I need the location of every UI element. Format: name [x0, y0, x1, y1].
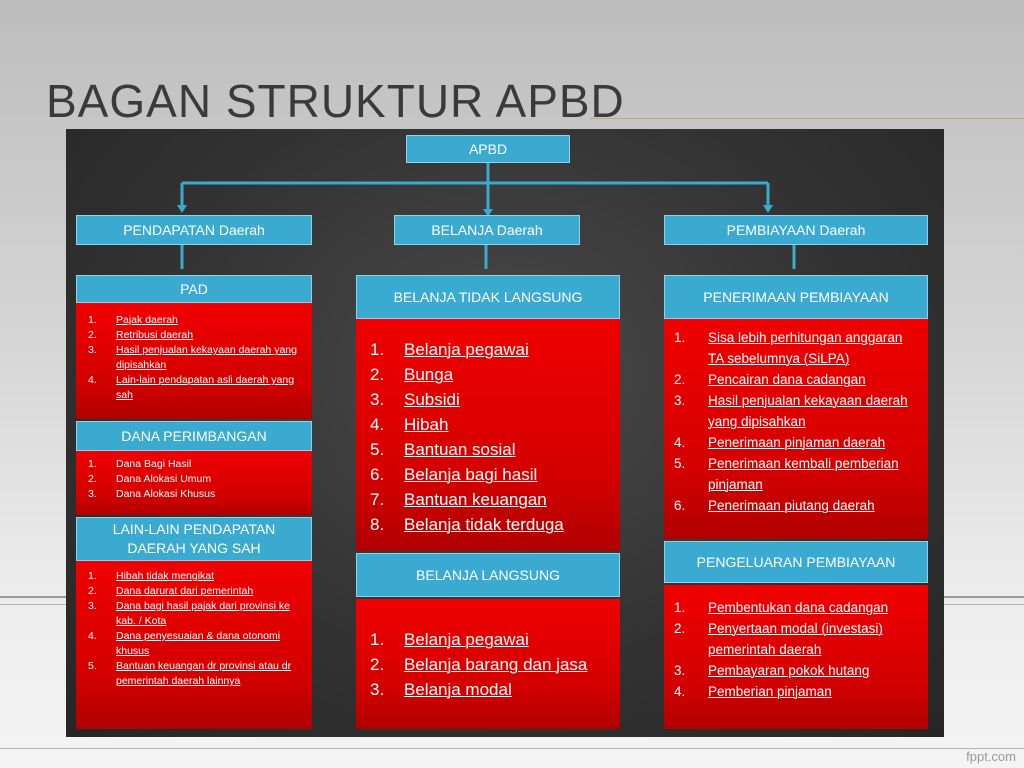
list-item: Belanja barang dan jasa [370, 652, 588, 677]
belanja-tidak-langsung-box: Belanja pegawai Bunga Subsidi Hibah Bant… [356, 319, 620, 551]
pad-list-box: Pajak daerah Retribusi daerah Hasil penj… [76, 303, 312, 419]
list-item: Bantuan keuangan [370, 487, 547, 512]
pad-list: Pajak daerah Retribusi daerah Hasil penj… [88, 313, 304, 403]
lain-lain-head-line1: LAIN-LAIN PENDAPATAN [112, 521, 276, 538]
list-item: Bantuan keuangan dr provinsi atau dr pem… [88, 659, 292, 687]
watermark: fppt.com [966, 749, 1016, 764]
pendapatan-head: PENDAPATAN Daerah [76, 215, 312, 245]
list-item: Penerimaan kembali pemberian pinjaman [674, 453, 899, 492]
pengeluaran-pembiayaan-head: PENGELUARAN PEMBIAYAAN [664, 541, 928, 583]
list-item: Belanja pegawai [370, 627, 529, 652]
belanja-langsung-list: Belanja pegawai Belanja barang dan jasa … [370, 627, 610, 702]
belanja-head: BELANJA Daerah [394, 215, 580, 245]
list-item: Bunga [370, 362, 454, 387]
list-item: Dana Alokasi Umum [88, 472, 212, 487]
list-item: Subsidi [370, 387, 460, 412]
list-item: Dana darurat dari pemerintah [88, 584, 254, 599]
list-item: Belanja bagi hasil [370, 462, 538, 487]
lain-lain-head: LAIN-LAIN PENDAPATAN DAERAH YANG SAH [76, 517, 312, 561]
list-item: Dana penyesuaian & dana otonomi khusus [88, 629, 281, 657]
list-item: Penerimaan pinjaman daerah [674, 432, 886, 453]
list-item: Lain-lain pendapatan asli daerah yang sa… [88, 373, 295, 401]
list-item: Belanja tidak terduga [370, 512, 564, 537]
pengeluaran-pembiayaan-box: Pembentukan dana cadangan Penyertaan mod… [664, 585, 928, 729]
arrow-left [177, 205, 187, 213]
lain-list-box: Hibah tidak mengikat Dana darurat dari p… [76, 561, 312, 729]
pad-head: PAD [76, 275, 312, 303]
dana-perimbangan-head: DANA PERIMBANGAN [76, 421, 312, 451]
connector-lines [177, 163, 796, 269]
list-item: Dana Alokasi Khusus [88, 487, 216, 502]
list-item: Belanja pegawai [370, 337, 529, 362]
list-item: Hibah tidak mengikat [88, 569, 215, 584]
title-rule [590, 118, 1024, 119]
list-item: Hasil penjualan kekayaan daerah yang dip… [674, 390, 908, 429]
list-item: Pencairan dana cadangan [674, 369, 866, 390]
pembiayaan-head: PEMBIAYAAN Daerah [664, 215, 928, 245]
list-item: Bantuan sosial [370, 437, 516, 462]
list-item: Retribusi daerah [88, 328, 194, 343]
pengeluaran-pembiayaan-list: Pembentukan dana cadangan Penyertaan mod… [674, 597, 920, 702]
lain-list: Hibah tidak mengikat Dana darurat dari p… [88, 569, 304, 689]
slide-title: BAGAN STRUKTUR APBD [46, 75, 625, 127]
belanja-langsung-head: BELANJA LANGSUNG [356, 553, 620, 597]
list-item: Pembayaran pokok hutang [674, 660, 870, 681]
penerimaan-pembiayaan-head: PENERIMAAN PEMBIAYAAN [664, 275, 928, 319]
apbd-structure-diagram: APBD PENDAPATAN Daerah BELANJA Daerah PE… [66, 129, 944, 737]
list-item: Belanja modal [370, 677, 512, 702]
dana-list-box: Dana Bagi Hasil Dana Alokasi Umum Dana A… [76, 451, 312, 515]
list-item: Pembentukan dana cadangan [674, 597, 889, 618]
list-item: Penyertaan modal (investasi) pemerintah … [674, 618, 883, 657]
list-item: Pemberian pinjaman [674, 681, 832, 702]
list-item: Dana bagi hasil pajak dari provinsi ke k… [88, 599, 290, 627]
list-item: Pajak daerah [88, 313, 178, 328]
list-item: Hasil penjualan kekayaan daerah yang dip… [88, 343, 297, 371]
arrow-right [763, 205, 773, 213]
dana-list: Dana Bagi Hasil Dana Alokasi Umum Dana A… [88, 457, 304, 502]
arrow-middle [483, 209, 493, 217]
penerimaan-pembiayaan-list: Sisa lebih perhitungan anggaran TA sebel… [674, 327, 920, 516]
list-item: Hibah [370, 412, 449, 437]
list-item: Dana Bagi Hasil [88, 457, 192, 472]
lain-lain-head-line2: DAERAH YANG SAH [127, 540, 261, 556]
penerimaan-pembiayaan-box: Sisa lebih perhitungan anggaran TA sebel… [664, 319, 928, 539]
list-item: Penerimaan piutang daerah [674, 495, 875, 516]
list-item: Sisa lebih perhitungan anggaran TA sebel… [674, 327, 903, 366]
belanja-langsung-box: Belanja pegawai Belanja barang dan jasa … [356, 599, 620, 729]
footer-rule-bottom [0, 748, 1024, 749]
root-box: APBD [406, 135, 570, 163]
belanja-tidak-langsung-head: BELANJA TIDAK LANGSUNG [356, 275, 620, 319]
belanja-tidak-langsung-list: Belanja pegawai Bunga Subsidi Hibah Bant… [370, 337, 610, 537]
